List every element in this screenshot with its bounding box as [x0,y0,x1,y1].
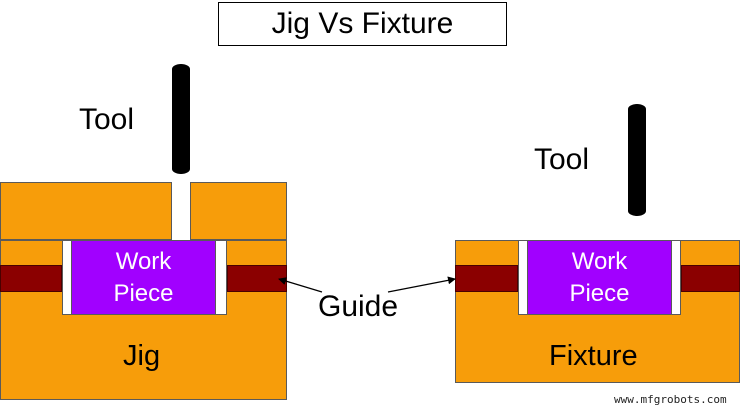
watermark: www.mfgrobots.com [614,393,727,406]
jig-base-label: Jig [123,340,161,372]
fixture-tool-label: Tool [534,143,590,176]
fixture-workpiece-line2: Piece [569,279,630,307]
fixture-guide-left [455,265,518,292]
fixture-workpiece: Work Piece [527,240,672,315]
fixture-tool [628,104,646,216]
jig-workpiece-line1: Work [115,247,172,275]
fixture-workpiece-line1: Work [571,247,628,275]
jig-guide-right [227,265,287,292]
guide-arrow-to-jig [278,277,323,293]
guide-label: Guide [318,290,399,323]
jig-top-plate-left [0,182,172,240]
jig-workpiece-line2: Piece [113,279,174,307]
fixture-base-label: Fixture [549,340,638,372]
jig-tool-label: Tool [79,103,135,136]
jig-guide-left [0,265,62,292]
jig-tool [172,64,190,174]
jig-workpiece: Work Piece [71,240,216,315]
guide-arrow-to-fixture [387,276,456,293]
fixture-guide-right [681,265,740,292]
diagram-title: Jig Vs Fixture [218,2,507,46]
jig-top-plate-right [190,182,287,240]
